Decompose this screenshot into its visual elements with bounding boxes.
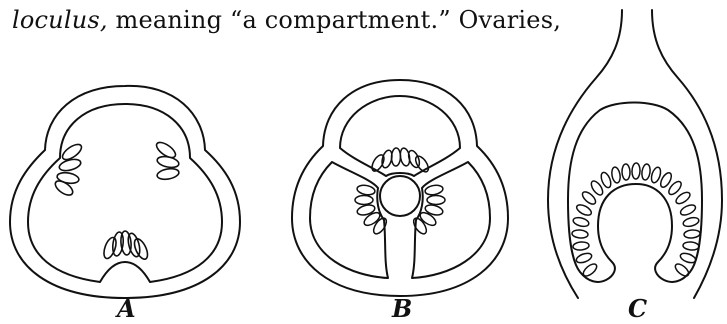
figure-a-outer-wall [10,86,240,298]
figure-b-ovules-top [370,147,431,174]
figure-c-ovary [548,10,722,298]
figure-a-ovary [10,86,240,298]
figure-b-central-axis [380,176,420,216]
figure-label-c: C [628,294,647,323]
figure-b-ovules-left [355,184,389,236]
figure-a-placenta-left [53,142,84,198]
figure-a-placenta-right [154,140,180,181]
figure-b-locule-right [412,162,490,278]
figure-b-outer-wall [292,80,508,296]
figure-label-b: B [392,294,412,323]
figure-c-ovules [572,163,701,278]
figure-b-ovules-right [411,184,445,236]
figure-b-locule-top [340,96,460,176]
figure-c-right-wall [652,10,722,298]
figure-label-a: A [117,294,136,323]
figure-a-placenta-bottom [102,231,151,261]
figure-a-inner-wall [28,104,222,282]
figure-b-locule-left [310,162,388,278]
figure-b-ovary [292,80,508,296]
figure-c-left-wall [548,10,622,298]
